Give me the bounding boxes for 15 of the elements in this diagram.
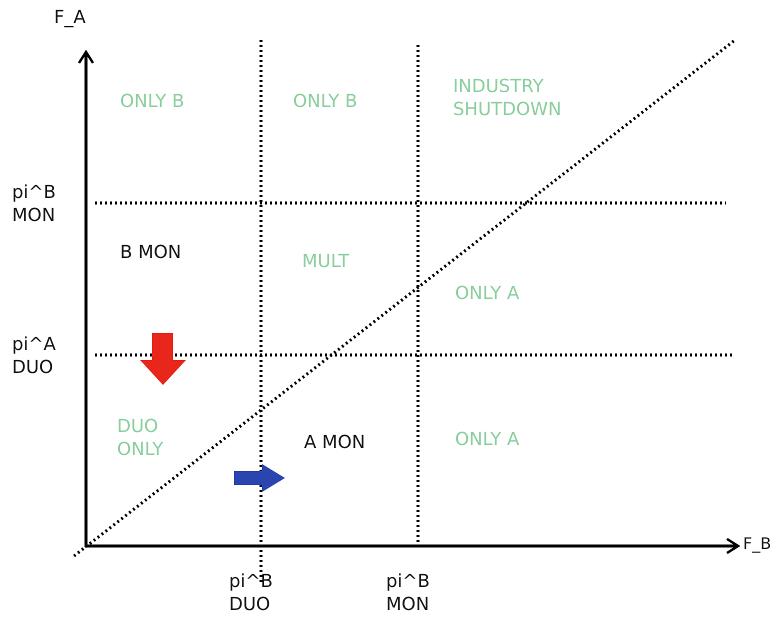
region-label: ONLY B	[120, 90, 186, 114]
region-label: B MON	[120, 241, 182, 264]
tick-label: pi^B DUO	[229, 570, 274, 617]
axis-label: F_A	[54, 6, 87, 30]
tick-label: pi^A DUO	[12, 333, 57, 380]
region-label: ONLY B	[293, 90, 358, 114]
region-label: ONLY A	[455, 282, 520, 306]
tick-label: pi^B MON	[386, 570, 431, 617]
axis-label: F_B	[743, 534, 772, 555]
region-label: INDUSTRY SHUTDOWN	[453, 75, 562, 122]
region-label: MULT	[302, 250, 350, 274]
region-label: A MON	[304, 431, 366, 454]
tick-label: pi^B MON	[12, 181, 57, 228]
region-label: ONLY A	[455, 428, 520, 452]
region-label: DUO ONLY	[117, 415, 164, 462]
